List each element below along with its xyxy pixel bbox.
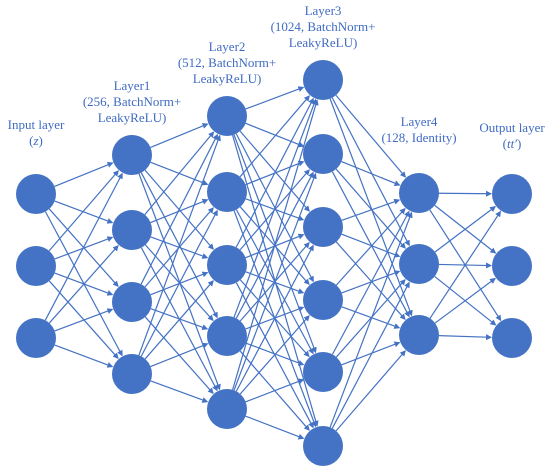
connection-layer4-1-to-output-1 xyxy=(438,190,492,197)
connection-layer4-3-to-output-3 xyxy=(438,334,493,341)
layer1-neuron-1 xyxy=(112,135,152,175)
connection-layer2-1-to-layer3-2 xyxy=(245,122,305,148)
layer2-title: Layer2 xyxy=(208,39,246,54)
connection-layer1-4-to-layer2-4 xyxy=(150,342,209,368)
connection-layer3-2-to-layer4-1 xyxy=(341,160,401,186)
connection-layer1-4-to-layer2-5 xyxy=(150,380,209,403)
layer4-size: (128, Identity) xyxy=(381,130,457,145)
layer3-neuron-1 xyxy=(303,60,343,100)
input-neuron-3 xyxy=(16,318,56,358)
input-neuron-2 xyxy=(16,246,56,286)
layer1-activation: LeakyReLU) xyxy=(97,110,167,125)
layer2-size: (512, BatchNorm+ xyxy=(177,55,277,70)
layer3-neuron-4 xyxy=(303,280,343,320)
layer1-label: Layer1 (256, BatchNorm+ LeakyReLU) xyxy=(83,78,181,126)
connection-layer1-2-to-layer2-1 xyxy=(144,131,215,216)
layer1-title: Layer1 xyxy=(113,78,151,93)
connection-input-3-to-layer1-3 xyxy=(54,308,114,332)
layer3-activation: LeakyReLU) xyxy=(288,35,358,50)
connection-layer2-2-to-layer3-1 xyxy=(239,95,310,178)
connection-input-2-to-layer1-1 xyxy=(48,170,119,252)
output-layer-label: Output layer (tt′) xyxy=(479,120,544,152)
layer1-neuron-2 xyxy=(112,210,152,250)
connection-layer2-3-to-layer3-1 xyxy=(235,97,314,248)
connection-layer3-1-to-layer4-2 xyxy=(331,97,410,247)
connection-layer3-1-to-layer4-3 xyxy=(329,98,413,317)
layer4-neuron-3 xyxy=(399,315,439,355)
layer3-neuron-2 xyxy=(303,134,343,174)
connection-layer2-5-to-layer3-6 xyxy=(245,415,305,440)
connection-layer1-3-to-layer2-4 xyxy=(150,308,209,331)
connection-layer3-6-to-layer4-3 xyxy=(335,350,406,432)
connection-layer3-1-to-layer4-1 xyxy=(335,94,407,178)
layer2-neuron-3 xyxy=(207,245,247,285)
layer3-size: (1024, BatchNorm+ xyxy=(270,19,376,34)
connection-layer2-1-to-layer3-3 xyxy=(239,130,310,212)
layer1-neuron-4 xyxy=(112,354,152,394)
output-neuron-1 xyxy=(492,174,532,214)
layer2-neuron-2 xyxy=(207,172,247,212)
connection-layer2-5-to-layer3-5 xyxy=(245,378,305,403)
output-layer-title: Output layer xyxy=(479,120,545,135)
layer2-label: Layer2 (512, BatchNorm+ LeakyReLU) xyxy=(178,39,276,87)
layer2-neuron-1 xyxy=(207,96,247,136)
connections xyxy=(44,86,502,440)
connection-layer1-4-to-layer2-1 xyxy=(138,134,221,356)
layer4-title: Layer4 xyxy=(400,114,438,129)
connection-layer2-1-to-layer3-1 xyxy=(245,86,305,110)
connection-input-1-to-layer1-1 xyxy=(54,162,114,188)
connection-layer2-4-to-layer3-1 xyxy=(233,98,317,318)
connection-input-3-to-layer1-1 xyxy=(44,172,123,321)
connection-layer3-4-to-layer4-3 xyxy=(341,306,401,329)
connection-layer3-3-to-layer4-1 xyxy=(341,198,401,221)
connection-layer1-1-to-layer2-1 xyxy=(150,123,209,148)
connection-input-3-to-layer1-4 xyxy=(54,344,114,368)
layer3-neuron-3 xyxy=(303,207,343,247)
layer3-neuron-6 xyxy=(303,426,343,466)
connection-layer3-6-to-layer4-1 xyxy=(329,211,413,428)
layer1-size: (256, BatchNorm+ xyxy=(82,94,182,109)
layer4-neuron-1 xyxy=(399,173,439,213)
layer3-label: Layer3 (1024, BatchNorm+ LeakyReLU) xyxy=(271,3,376,51)
connection-layer3-2-to-layer4-3 xyxy=(331,171,410,318)
connection-layer2-5-to-layer3-2 xyxy=(233,172,317,391)
input-layer-label: Input layer (z) xyxy=(8,117,65,149)
connection-layer2-5-to-layer3-1 xyxy=(232,99,319,390)
connection-input-3-to-layer1-2 xyxy=(48,244,119,324)
connection-layer3-5-to-layer4-1 xyxy=(331,210,410,355)
layer3-title: Layer3 xyxy=(304,3,342,18)
connection-layer1-1-to-layer2-5 xyxy=(138,173,221,391)
connection-layer3-2-to-layer4-2 xyxy=(335,168,406,249)
input-layer-title: Input layer xyxy=(7,117,65,132)
connection-layer4-3-to-output-1 xyxy=(429,210,501,319)
connection-layer3-5-to-layer4-3 xyxy=(341,341,401,366)
layer3-neuron-5 xyxy=(303,352,343,392)
connection-layer1-4-to-layer2-3 xyxy=(144,280,214,360)
connection-layer3-3-to-layer4-2 xyxy=(341,233,401,258)
connection-layer3-4-to-layer4-1 xyxy=(335,207,406,286)
input-layer-symbol: (z) xyxy=(29,133,43,148)
connection-layer1-4-to-layer2-2 xyxy=(140,209,218,357)
connection-layer4-2-to-output-1 xyxy=(434,206,497,253)
connection-layer3-6-to-layer4-2 xyxy=(331,281,410,429)
connection-layer2-4-to-layer3-5 xyxy=(245,342,305,366)
connection-layer2-5-to-layer3-3 xyxy=(235,244,314,392)
connection-layer2-5-to-layer3-4 xyxy=(239,315,310,395)
output-neuron-3 xyxy=(492,318,532,358)
connection-layer1-3-to-layer2-1 xyxy=(140,133,218,285)
layer4-label: Layer4 (128, Identity) xyxy=(381,114,456,146)
layer2-neuron-4 xyxy=(207,316,247,356)
input-neuron-1 xyxy=(16,174,56,214)
connection-layer3-3-to-layer4-3 xyxy=(335,241,406,321)
neurons xyxy=(16,60,532,466)
connection-layer3-5-to-layer4-2 xyxy=(335,278,406,358)
layer2-neuron-5 xyxy=(207,389,247,429)
layer4-neuron-2 xyxy=(399,244,439,284)
output-neuron-2 xyxy=(492,246,532,286)
connection-layer4-3-to-output-2 xyxy=(434,277,496,324)
output-layer-symbol: (tt′) xyxy=(502,136,522,151)
layer1-neuron-3 xyxy=(112,282,152,322)
layer2-activation: LeakyReLU) xyxy=(192,71,262,86)
